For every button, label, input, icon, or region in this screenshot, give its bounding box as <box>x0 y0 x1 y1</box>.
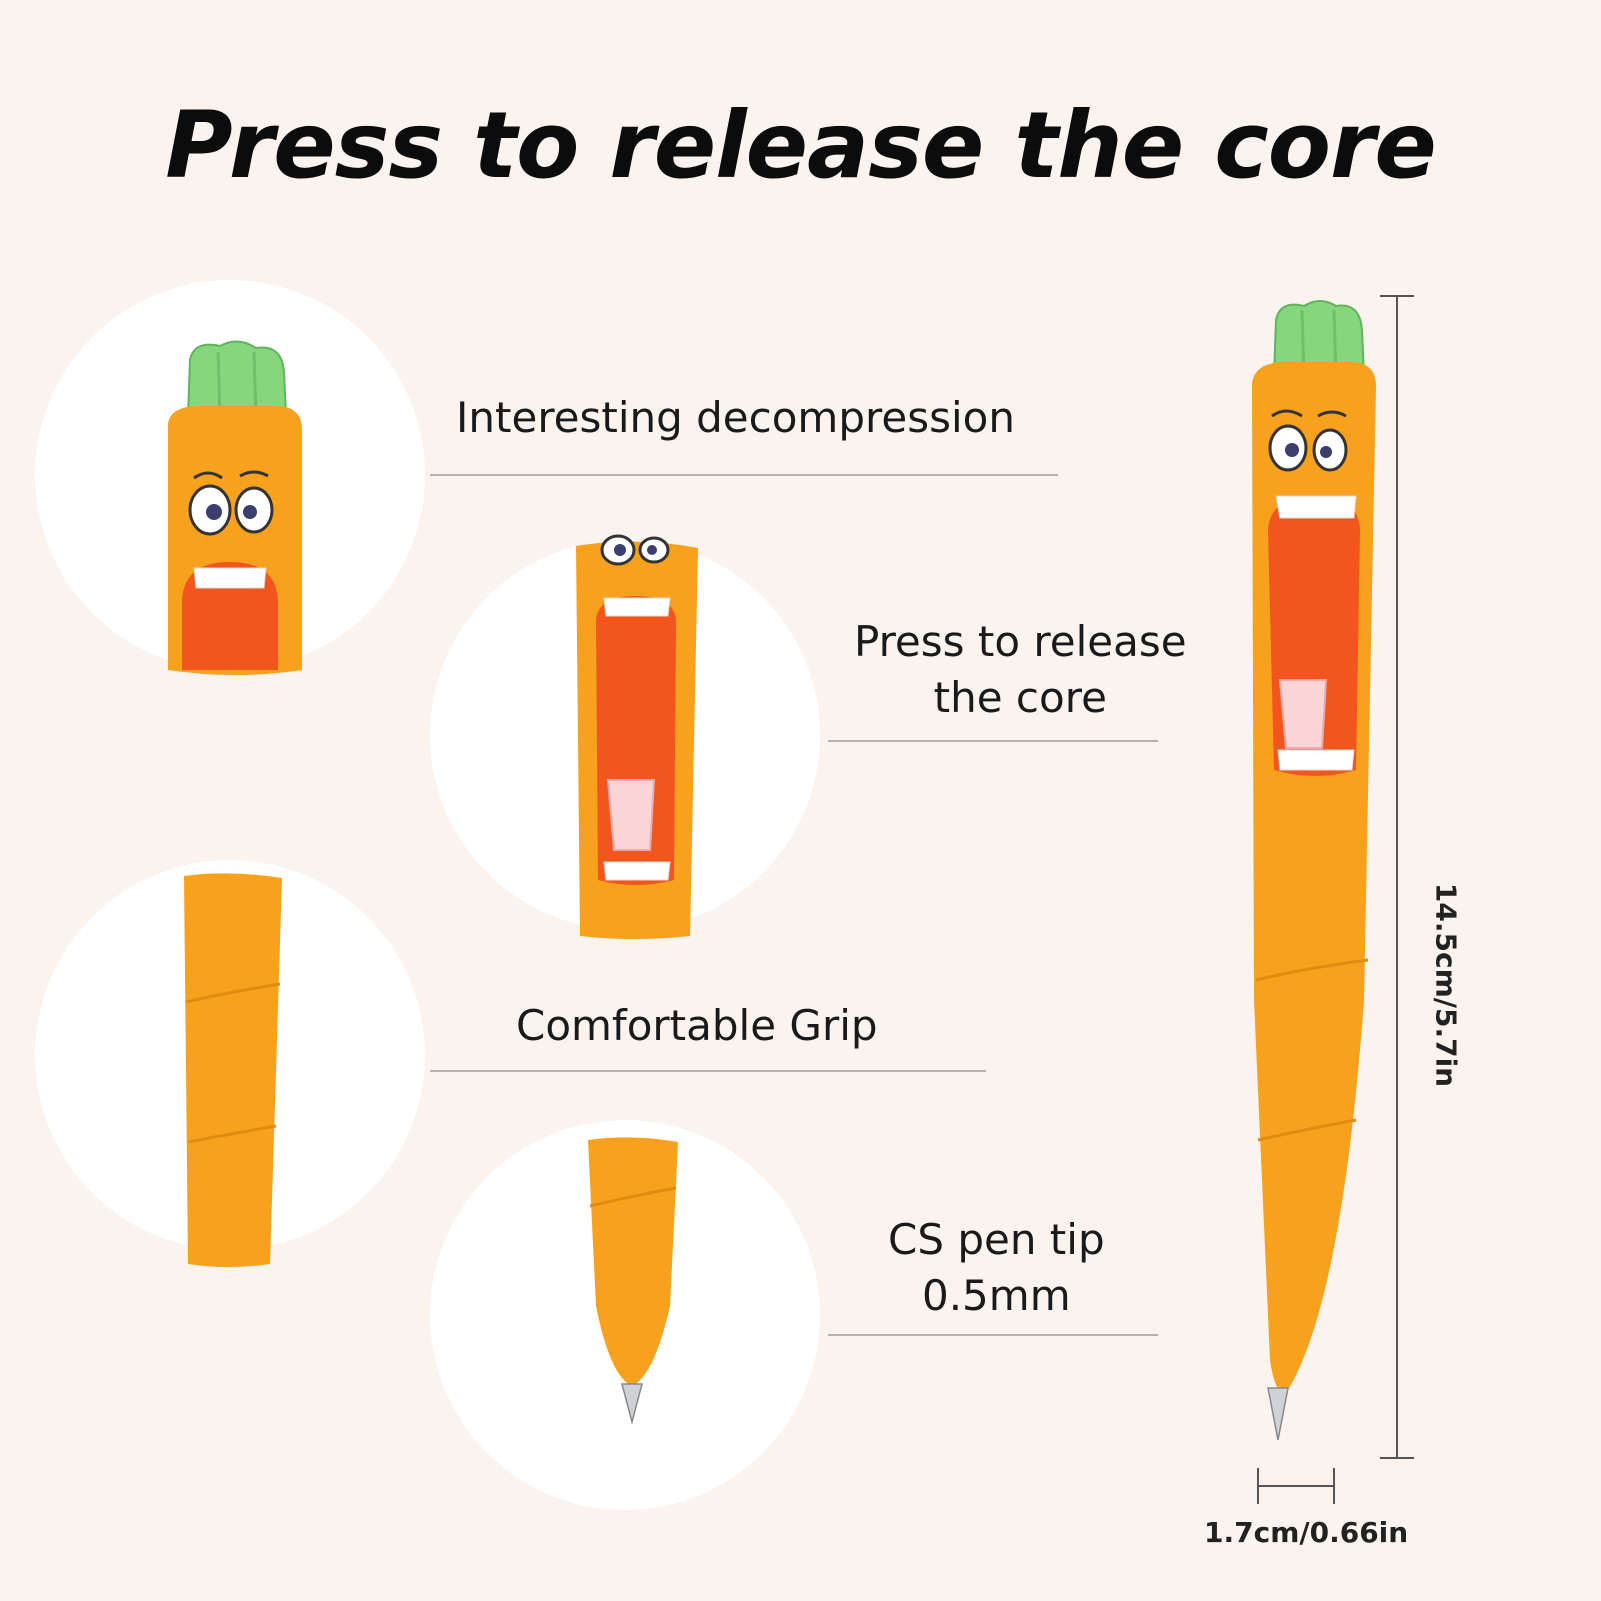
feature-label-release-core: Press to release the core <box>854 617 1187 722</box>
divider-release-core <box>828 740 1158 742</box>
width-dimension-label: 1.7cm/0.66in <box>1204 1516 1409 1549</box>
width-dimension-bracket <box>1257 1468 1335 1504</box>
feature-label-decompression: Interesting decompression <box>456 393 1015 442</box>
length-dimension-bracket <box>1380 295 1414 1459</box>
carrot-tip-illustration <box>588 1137 678 1425</box>
carrot-cap-illustration <box>168 340 302 675</box>
page-title: Press to release the core <box>165 92 1437 199</box>
length-dimension-label: 14.5cm/5.7in <box>1429 882 1463 1088</box>
divider-grip <box>430 1070 986 1072</box>
feature-label-pen-tip: CS pen tip 0.5mm <box>888 1215 1105 1320</box>
divider-decompression <box>430 474 1058 476</box>
carrot-mouth-illustration <box>576 534 698 939</box>
carrot-grip-illustration <box>184 873 282 1267</box>
carrot-pen-illustration <box>1252 300 1376 1441</box>
feature-label-grip: Comfortable Grip <box>516 1001 878 1050</box>
divider-pen-tip <box>828 1334 1158 1336</box>
